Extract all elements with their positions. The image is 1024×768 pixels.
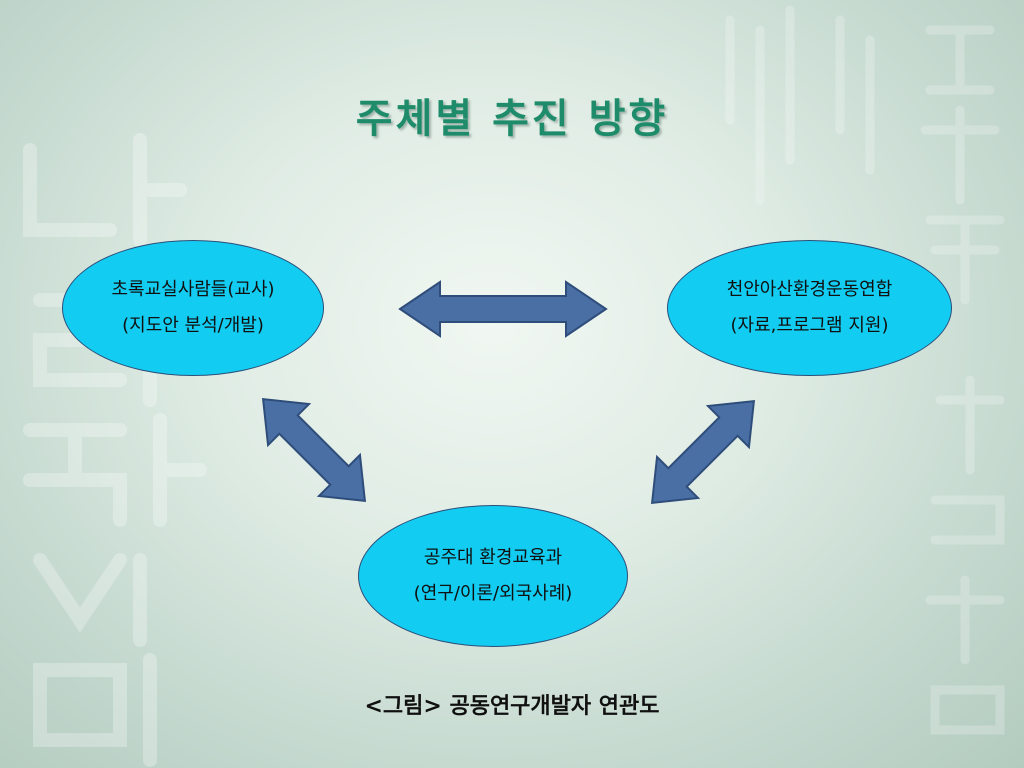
double-arrow-diagonal-right-icon <box>650 399 756 505</box>
node-univ-name: 공주대 환경교육과 <box>423 547 563 568</box>
slide-title: 주체별 추진 방향 <box>355 96 669 142</box>
figure-caption: <그림> 공동연구개발자 연관도 <box>364 694 660 719</box>
node-environment-union: 천안아산환경운동연합 (자료,프로그램 지원) <box>667 240 952 376</box>
double-arrow-horizontal-icon <box>398 280 608 338</box>
node-teacher-role: (지도안 분석/개발) <box>122 315 264 336</box>
node-univ-role: (연구/이론/외국사례) <box>413 583 573 604</box>
node-union-name: 천안아산환경운동연합 <box>726 279 893 300</box>
node-teacher-group: 초록교실사람들(교사) (지도안 분석/개발) <box>62 240 324 376</box>
double-arrow-diagonal-left-icon <box>261 397 367 503</box>
node-university-dept: 공주대 환경교육과 (연구/이론/외국사례) <box>358 505 628 647</box>
node-union-role: (자료,프로그램 지원) <box>730 315 889 336</box>
node-teacher-name: 초록교실사람들(교사) <box>111 279 275 300</box>
